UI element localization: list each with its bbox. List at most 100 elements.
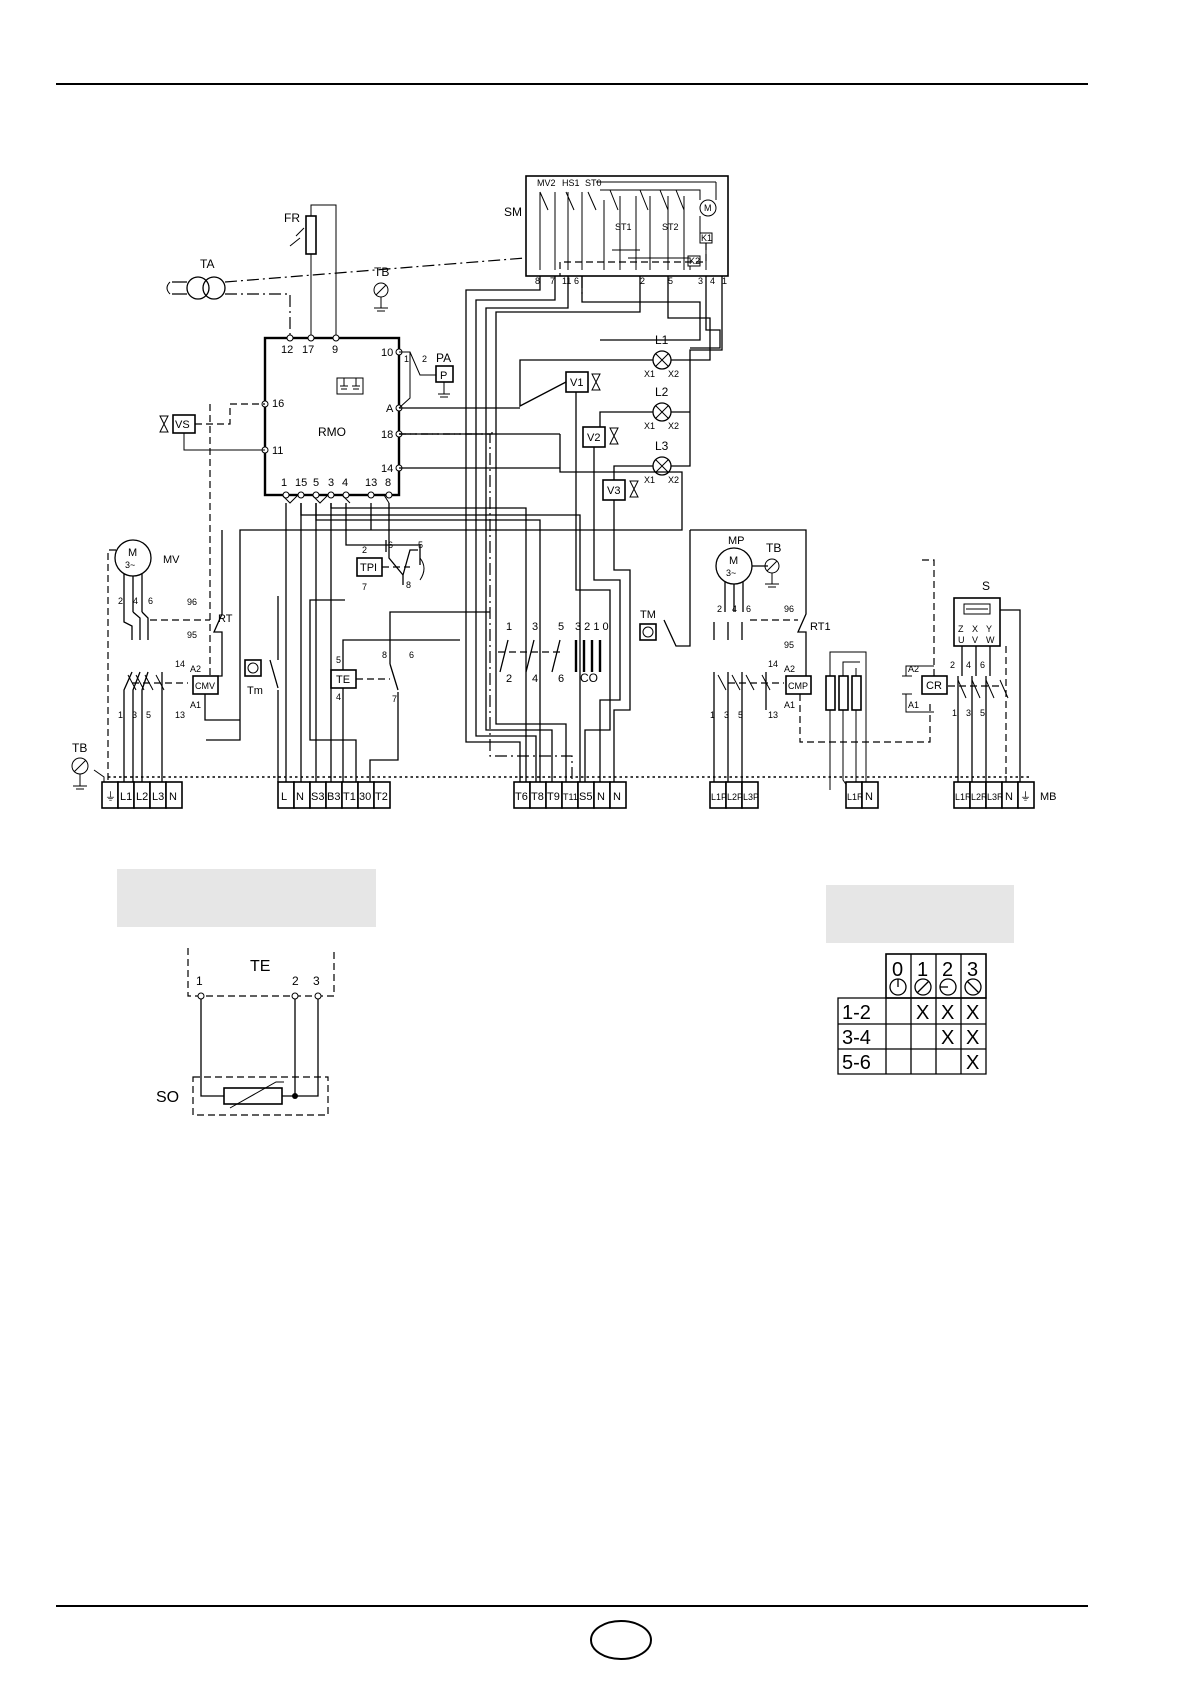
lamp-l2: L2 X1 X2	[644, 385, 679, 431]
svg-text:L2P: L2P	[727, 792, 743, 802]
svg-text:N: N	[613, 791, 621, 803]
svg-text:CMV: CMV	[195, 681, 215, 691]
svg-text:N: N	[169, 791, 177, 803]
svg-text:1: 1	[506, 621, 512, 633]
svg-text:3: 3	[966, 708, 971, 718]
svg-text:10: 10	[381, 347, 393, 359]
svg-text:K1: K1	[701, 233, 712, 243]
contactor-cmv: CMV 1 3 5 13 14 A1 A2	[118, 611, 219, 790]
svg-text:1: 1	[404, 354, 409, 364]
svg-text:2: 2	[362, 545, 367, 555]
svg-text:14: 14	[175, 659, 185, 669]
svg-text:5-6: 5-6	[842, 1052, 871, 1074]
svg-text:2: 2	[422, 354, 427, 364]
svg-text:X2: X2	[668, 369, 679, 379]
svg-text:1-2: 1-2	[842, 1002, 871, 1024]
svg-text:2: 2	[640, 276, 645, 286]
control-wiring	[206, 243, 723, 790]
svg-text:14: 14	[381, 463, 393, 475]
svg-text:3-4: 3-4	[842, 1027, 871, 1049]
relay-cr: CR A2 A1	[902, 559, 948, 713]
detail-caption-box-right	[826, 885, 1014, 943]
svg-text:A1: A1	[190, 700, 201, 710]
svg-text:4: 4	[732, 604, 737, 614]
earth-tb-3: TB	[71, 741, 89, 790]
valve-v1: V1	[565, 371, 601, 393]
svg-text:2: 2	[717, 604, 722, 614]
svg-text:⏚: ⏚	[1020, 790, 1031, 803]
svg-text:PA: PA	[436, 351, 451, 365]
svg-text:1: 1	[281, 477, 287, 489]
svg-text:TE: TE	[336, 674, 350, 686]
svg-text:L2: L2	[655, 385, 669, 399]
svg-text:6: 6	[574, 276, 579, 286]
detail-caption-box-left	[117, 869, 376, 927]
svg-text:L3R: L3R	[987, 792, 1004, 802]
svg-text:11: 11	[562, 276, 571, 286]
svg-text:A1: A1	[908, 700, 919, 710]
svg-text:X: X	[966, 1052, 979, 1074]
terminal-block-3: T6 T8 T9 T11 S5 N N	[513, 781, 627, 809]
supply-wiring	[285, 503, 581, 790]
svg-text:7: 7	[550, 276, 555, 286]
terminal-block-4: L1P L2P L3P	[709, 781, 759, 809]
svg-text:X: X	[916, 1002, 929, 1024]
svg-text:X: X	[966, 1002, 979, 1024]
thermal-relay-rt: RT 96 95	[150, 404, 240, 721]
svg-text:3: 3	[313, 974, 320, 988]
detail-te: TE 1 2 3 SO	[156, 948, 335, 1116]
svg-text:Y: Y	[986, 624, 992, 634]
svg-text:RT1: RT1	[810, 621, 831, 633]
selector-switch-co: 1 3 5 2 4 6 3 2 1 0 CO	[498, 621, 609, 685]
programmer-sm: SM MV2 HS1 ST0 ST1 ST2 M K1 K2 8 7 11 6 …	[504, 175, 729, 286]
svg-text:4: 4	[342, 477, 348, 489]
svg-text:ST0: ST0	[585, 178, 602, 188]
svg-text:6: 6	[980, 660, 985, 670]
svg-text:T11: T11	[563, 792, 578, 802]
svg-text:X: X	[941, 1002, 954, 1024]
page-number-oval	[590, 1620, 652, 1660]
svg-text:96: 96	[187, 597, 197, 607]
svg-text:0: 0	[892, 959, 903, 981]
svg-text:MV2: MV2	[537, 178, 556, 188]
svg-text:8: 8	[382, 650, 387, 660]
svg-text:T8: T8	[531, 791, 544, 803]
svg-text:P: P	[440, 370, 447, 382]
svg-text:V: V	[972, 635, 978, 645]
svg-text:16: 16	[272, 398, 284, 410]
svg-text:L3: L3	[655, 439, 669, 453]
valve-v2: V2	[582, 426, 619, 448]
heater-resistors	[825, 651, 867, 791]
svg-text:S: S	[982, 579, 990, 593]
svg-text:8: 8	[385, 477, 391, 489]
svg-text:6: 6	[558, 673, 564, 685]
svg-text:TPI: TPI	[360, 562, 377, 574]
timer-tm-2: TM	[639, 530, 691, 647]
label-sm: SM	[504, 205, 522, 219]
svg-text:8: 8	[406, 580, 411, 590]
label-mb: MB	[1040, 791, 1057, 803]
detail-sensor-label: SO	[156, 1089, 179, 1106]
svg-text:9: 9	[332, 344, 338, 356]
thermal-relay-rt1: RT1 96 95	[690, 529, 831, 676]
svg-text:X: X	[966, 1027, 979, 1049]
svg-text:15: 15	[295, 477, 307, 489]
svg-text:V2: V2	[587, 432, 600, 444]
label-rmo: RMO	[318, 425, 346, 439]
svg-text:L2: L2	[136, 791, 148, 803]
svg-text:X1: X1	[644, 475, 655, 485]
svg-text:3: 3	[967, 959, 978, 981]
svg-text:TM: TM	[640, 609, 656, 621]
svg-text:14: 14	[768, 659, 778, 669]
svg-text:4: 4	[710, 276, 715, 286]
svg-text:HS1: HS1	[562, 178, 580, 188]
svg-text:30: 30	[359, 791, 371, 803]
terminal-block-6: L1R L2R L3R N ⏚ MB	[953, 781, 1057, 809]
svg-text:TB: TB	[766, 541, 781, 555]
svg-text:5: 5	[668, 276, 673, 286]
svg-text:CR: CR	[926, 680, 942, 692]
svg-text:2: 2	[506, 673, 512, 685]
control-box-rmo: RMO 12 17 9 10 16 11 A 18 14 1 15 5 3 4 …	[261, 334, 403, 504]
svg-text:1: 1	[196, 974, 203, 988]
